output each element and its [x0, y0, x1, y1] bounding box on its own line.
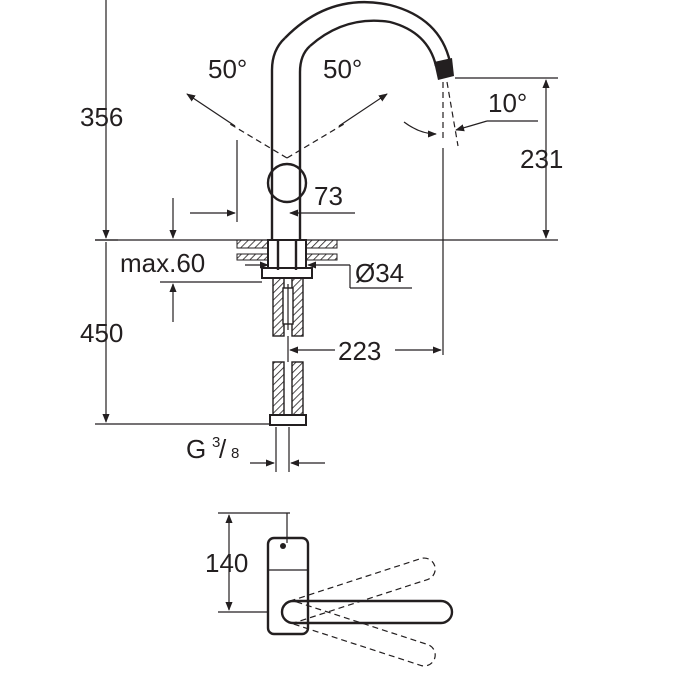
dim-223	[287, 336, 442, 362]
dim-34	[245, 261, 412, 289]
dim-10deg	[403, 81, 538, 147]
top-view	[218, 512, 454, 667]
supply-hoses	[269, 277, 307, 426]
dim-hole-diameter-label: Ø34	[355, 258, 404, 288]
dim-max-thickness-label: max.60	[120, 248, 205, 278]
angle-left-label: 50°	[208, 54, 247, 84]
top-view-body	[266, 536, 310, 636]
top-view-lever-swing-up	[281, 557, 436, 624]
dim-356	[95, 0, 118, 241]
dim-231	[455, 77, 558, 239]
spout-aerator	[434, 58, 454, 80]
dim-shank-length-label: 450	[80, 318, 123, 348]
top-view-lever-swing-down	[281, 600, 436, 667]
dim-73	[190, 140, 355, 222]
dim-top-view-depth-label: 140	[205, 548, 248, 578]
thread-label-num: 3	[212, 434, 220, 451]
angle-right-label: 50°	[323, 54, 362, 84]
spout-angle-label: 10°	[488, 88, 527, 118]
dim-450	[95, 242, 270, 425]
faucet-body	[266, 1, 454, 240]
dim-spout-height-label: 231	[520, 144, 563, 174]
dim-max60	[160, 198, 262, 322]
thread-label-slash: /	[219, 434, 227, 464]
dim-lever-offset-label: 73	[314, 181, 343, 211]
lever-swing	[186, 93, 388, 159]
mounting-hardware	[236, 239, 338, 279]
lever-knob	[266, 162, 308, 204]
thread-label-den: 8	[231, 445, 239, 462]
dim-thread	[250, 427, 325, 472]
thread-label-main: G	[186, 434, 206, 464]
dim-height-total-label: 356	[80, 102, 123, 132]
dim-spout-reach-label: 223	[338, 336, 381, 366]
